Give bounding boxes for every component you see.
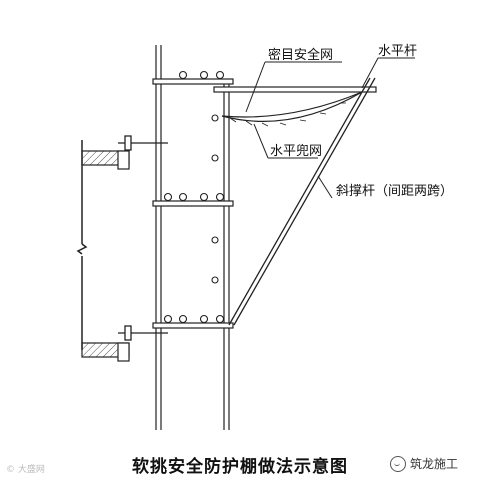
diagram-caption: 软挑安全防护棚做法示意图 xyxy=(132,457,348,477)
cantilever-horizontal-bar xyxy=(213,86,377,93)
inner-standard xyxy=(155,45,162,430)
watermark-left: © 大盛网 xyxy=(6,465,45,475)
ledger-top xyxy=(152,78,234,85)
label-diagonal-brace: 斜撑杆（间距两跨） xyxy=(336,184,454,199)
wall-tie-upper xyxy=(118,135,168,151)
wall-tie-lower xyxy=(118,325,168,341)
building-wall xyxy=(76,140,88,350)
label-dense-safety-net: 密目安全网 xyxy=(268,48,334,63)
transverse-bars xyxy=(163,70,225,324)
leader-lines xyxy=(245,57,415,199)
watermark-right: 筑龙施工 xyxy=(389,455,458,472)
horizontal-catch-net xyxy=(221,91,363,127)
lower-floor-slab xyxy=(81,342,130,362)
label-horizontal-catch-net: 水平兜网 xyxy=(270,144,323,159)
upper-floor-slab xyxy=(81,150,130,170)
watermark-right-text: 筑龙施工 xyxy=(409,457,458,471)
diagonal-brace xyxy=(228,77,376,326)
wechat-logo-icon xyxy=(389,455,406,472)
label-horizontal-bar: 水平杆 xyxy=(378,44,418,59)
dense-net-ties xyxy=(211,114,219,284)
ledger-bottom xyxy=(152,322,234,329)
ledger-middle xyxy=(152,200,234,207)
outer-standard xyxy=(223,80,230,430)
